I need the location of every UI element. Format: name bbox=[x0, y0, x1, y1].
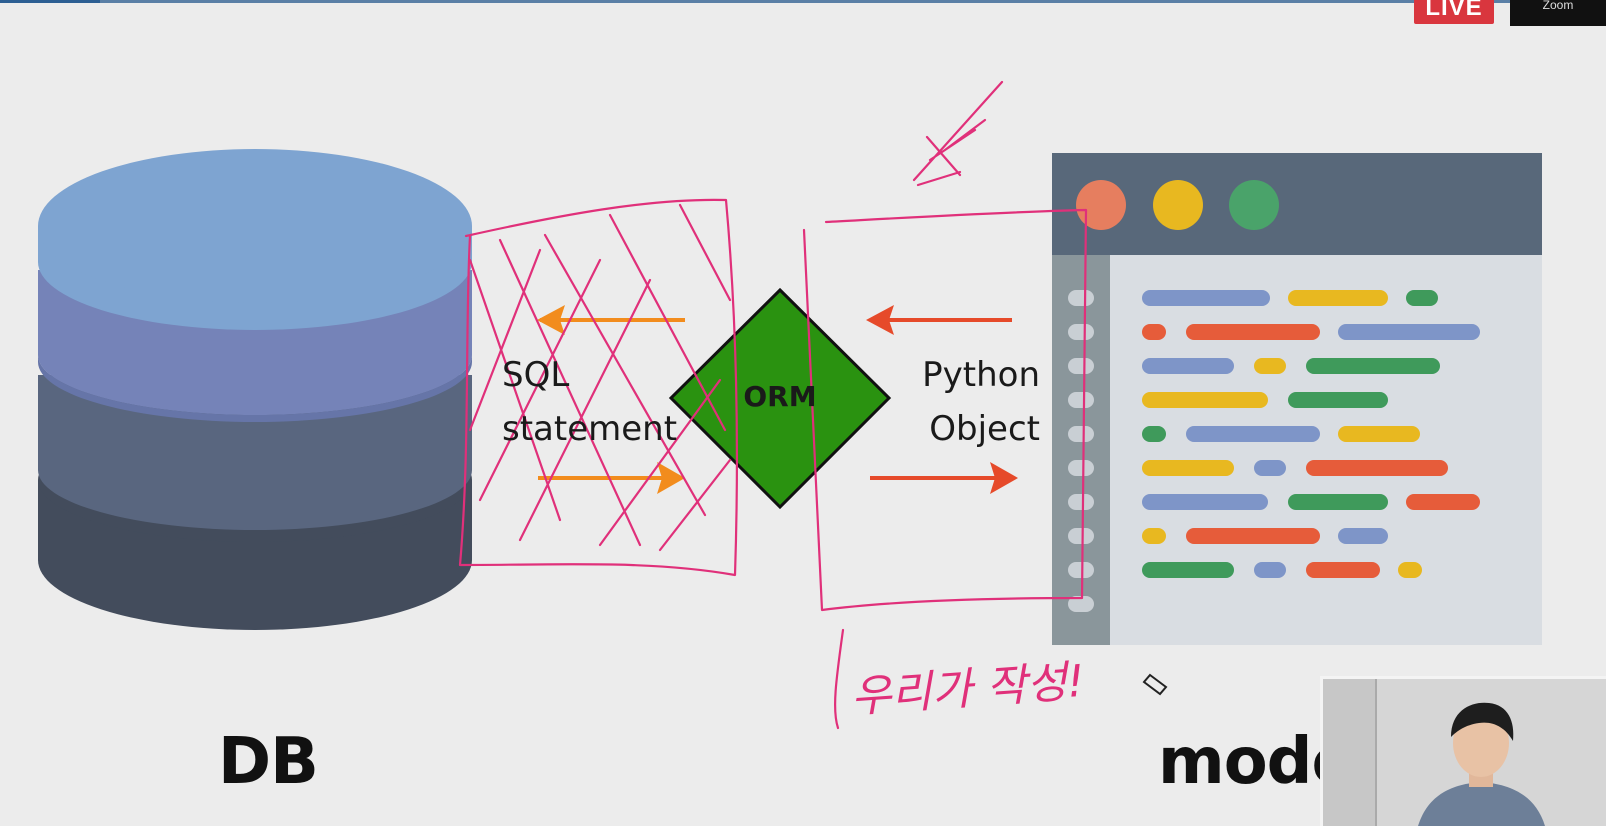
gutter-dot bbox=[1068, 528, 1094, 544]
gutter-dot bbox=[1068, 494, 1094, 510]
code-token bbox=[1142, 562, 1234, 578]
db-label: DB bbox=[218, 725, 319, 799]
code-token bbox=[1338, 324, 1480, 340]
sql-label-line1: SQL bbox=[502, 355, 570, 395]
progress-bar-fill bbox=[0, 0, 100, 3]
code-token bbox=[1254, 460, 1286, 476]
gutter-dot bbox=[1068, 596, 1094, 612]
code-token bbox=[1142, 392, 1268, 408]
editor-gutter bbox=[1052, 255, 1110, 645]
db-top bbox=[38, 149, 472, 303]
code-token bbox=[1406, 494, 1480, 510]
editor-header bbox=[1052, 153, 1542, 255]
python-object-label: Python Object bbox=[890, 348, 1040, 456]
code-editor-icon bbox=[1052, 153, 1542, 645]
webcam-background-panel bbox=[1323, 679, 1377, 826]
python-arrow-right-head-icon bbox=[990, 462, 1018, 494]
python-arrow-left-head-icon bbox=[866, 305, 894, 335]
code-token bbox=[1142, 324, 1166, 340]
corner-tag-text: Zoom bbox=[1542, 0, 1574, 12]
code-token bbox=[1254, 358, 1286, 374]
code-token bbox=[1338, 426, 1420, 442]
code-token bbox=[1142, 494, 1268, 510]
code-token bbox=[1186, 324, 1320, 340]
annotation-box-left bbox=[458, 198, 739, 577]
python-label-line2: Object bbox=[929, 409, 1040, 449]
code-token bbox=[1306, 562, 1380, 578]
orm-label: ORM bbox=[743, 380, 817, 413]
maximize-dot-icon bbox=[1229, 180, 1279, 230]
sql-statement-label: SQL statement bbox=[502, 348, 692, 456]
database-cylinder-icon bbox=[38, 149, 472, 630]
annotation-box-right bbox=[802, 208, 1088, 612]
gutter-dot bbox=[1068, 392, 1094, 408]
presenter-hair bbox=[1451, 702, 1514, 741]
python-arrows bbox=[866, 305, 1018, 494]
code-token bbox=[1398, 562, 1422, 578]
code-token bbox=[1142, 426, 1166, 442]
code-token bbox=[1142, 290, 1270, 306]
python-label-line1: Python bbox=[922, 355, 1040, 395]
code-token bbox=[1338, 528, 1388, 544]
progress-bar bbox=[0, 0, 1606, 3]
gutter-dot bbox=[1068, 324, 1094, 340]
code-token bbox=[1142, 528, 1166, 544]
minimize-dot-icon bbox=[1153, 180, 1203, 230]
sql-arrow-left-head-icon bbox=[537, 305, 565, 335]
code-token bbox=[1288, 494, 1388, 510]
handwritten-note: 우리가 작성! bbox=[849, 656, 1086, 723]
code-token bbox=[1254, 562, 1286, 578]
sql-label-line2: statement bbox=[502, 409, 678, 449]
gutter-dot bbox=[1068, 426, 1094, 442]
webcam-overlay bbox=[1320, 676, 1606, 826]
close-dot-icon bbox=[1076, 180, 1126, 230]
presenter-avatar bbox=[1418, 702, 1545, 826]
code-token bbox=[1306, 460, 1448, 476]
annotation-crosshatch bbox=[468, 203, 732, 552]
code-token bbox=[1186, 426, 1320, 442]
code-token bbox=[1288, 290, 1388, 306]
gutter-dot bbox=[1068, 562, 1094, 578]
code-token bbox=[1288, 392, 1388, 408]
code-token bbox=[1142, 460, 1234, 476]
handwritten-annotations bbox=[458, 80, 1088, 730]
corner-tag: Zoom bbox=[1510, 0, 1606, 26]
sql-arrow-right-head-icon bbox=[657, 462, 685, 494]
code-token bbox=[1186, 528, 1320, 544]
orm-diamond bbox=[668, 287, 892, 510]
pencil-cursor-icon bbox=[1142, 673, 1168, 696]
gutter-dot bbox=[1068, 290, 1094, 306]
presenter-shirt bbox=[1418, 782, 1545, 826]
live-badge: LIVE bbox=[1414, 0, 1494, 24]
gutter-dot bbox=[1068, 460, 1094, 476]
code-token bbox=[1406, 290, 1438, 306]
annotation-arrow-scribble bbox=[912, 80, 1004, 187]
code-token bbox=[1142, 358, 1234, 374]
sql-arrows bbox=[537, 305, 685, 494]
code-token bbox=[1306, 358, 1440, 374]
annotation-bracket bbox=[834, 628, 845, 730]
code-lines bbox=[1142, 290, 1480, 578]
gutter-dot bbox=[1068, 358, 1094, 374]
gutter-dots bbox=[1068, 290, 1094, 612]
